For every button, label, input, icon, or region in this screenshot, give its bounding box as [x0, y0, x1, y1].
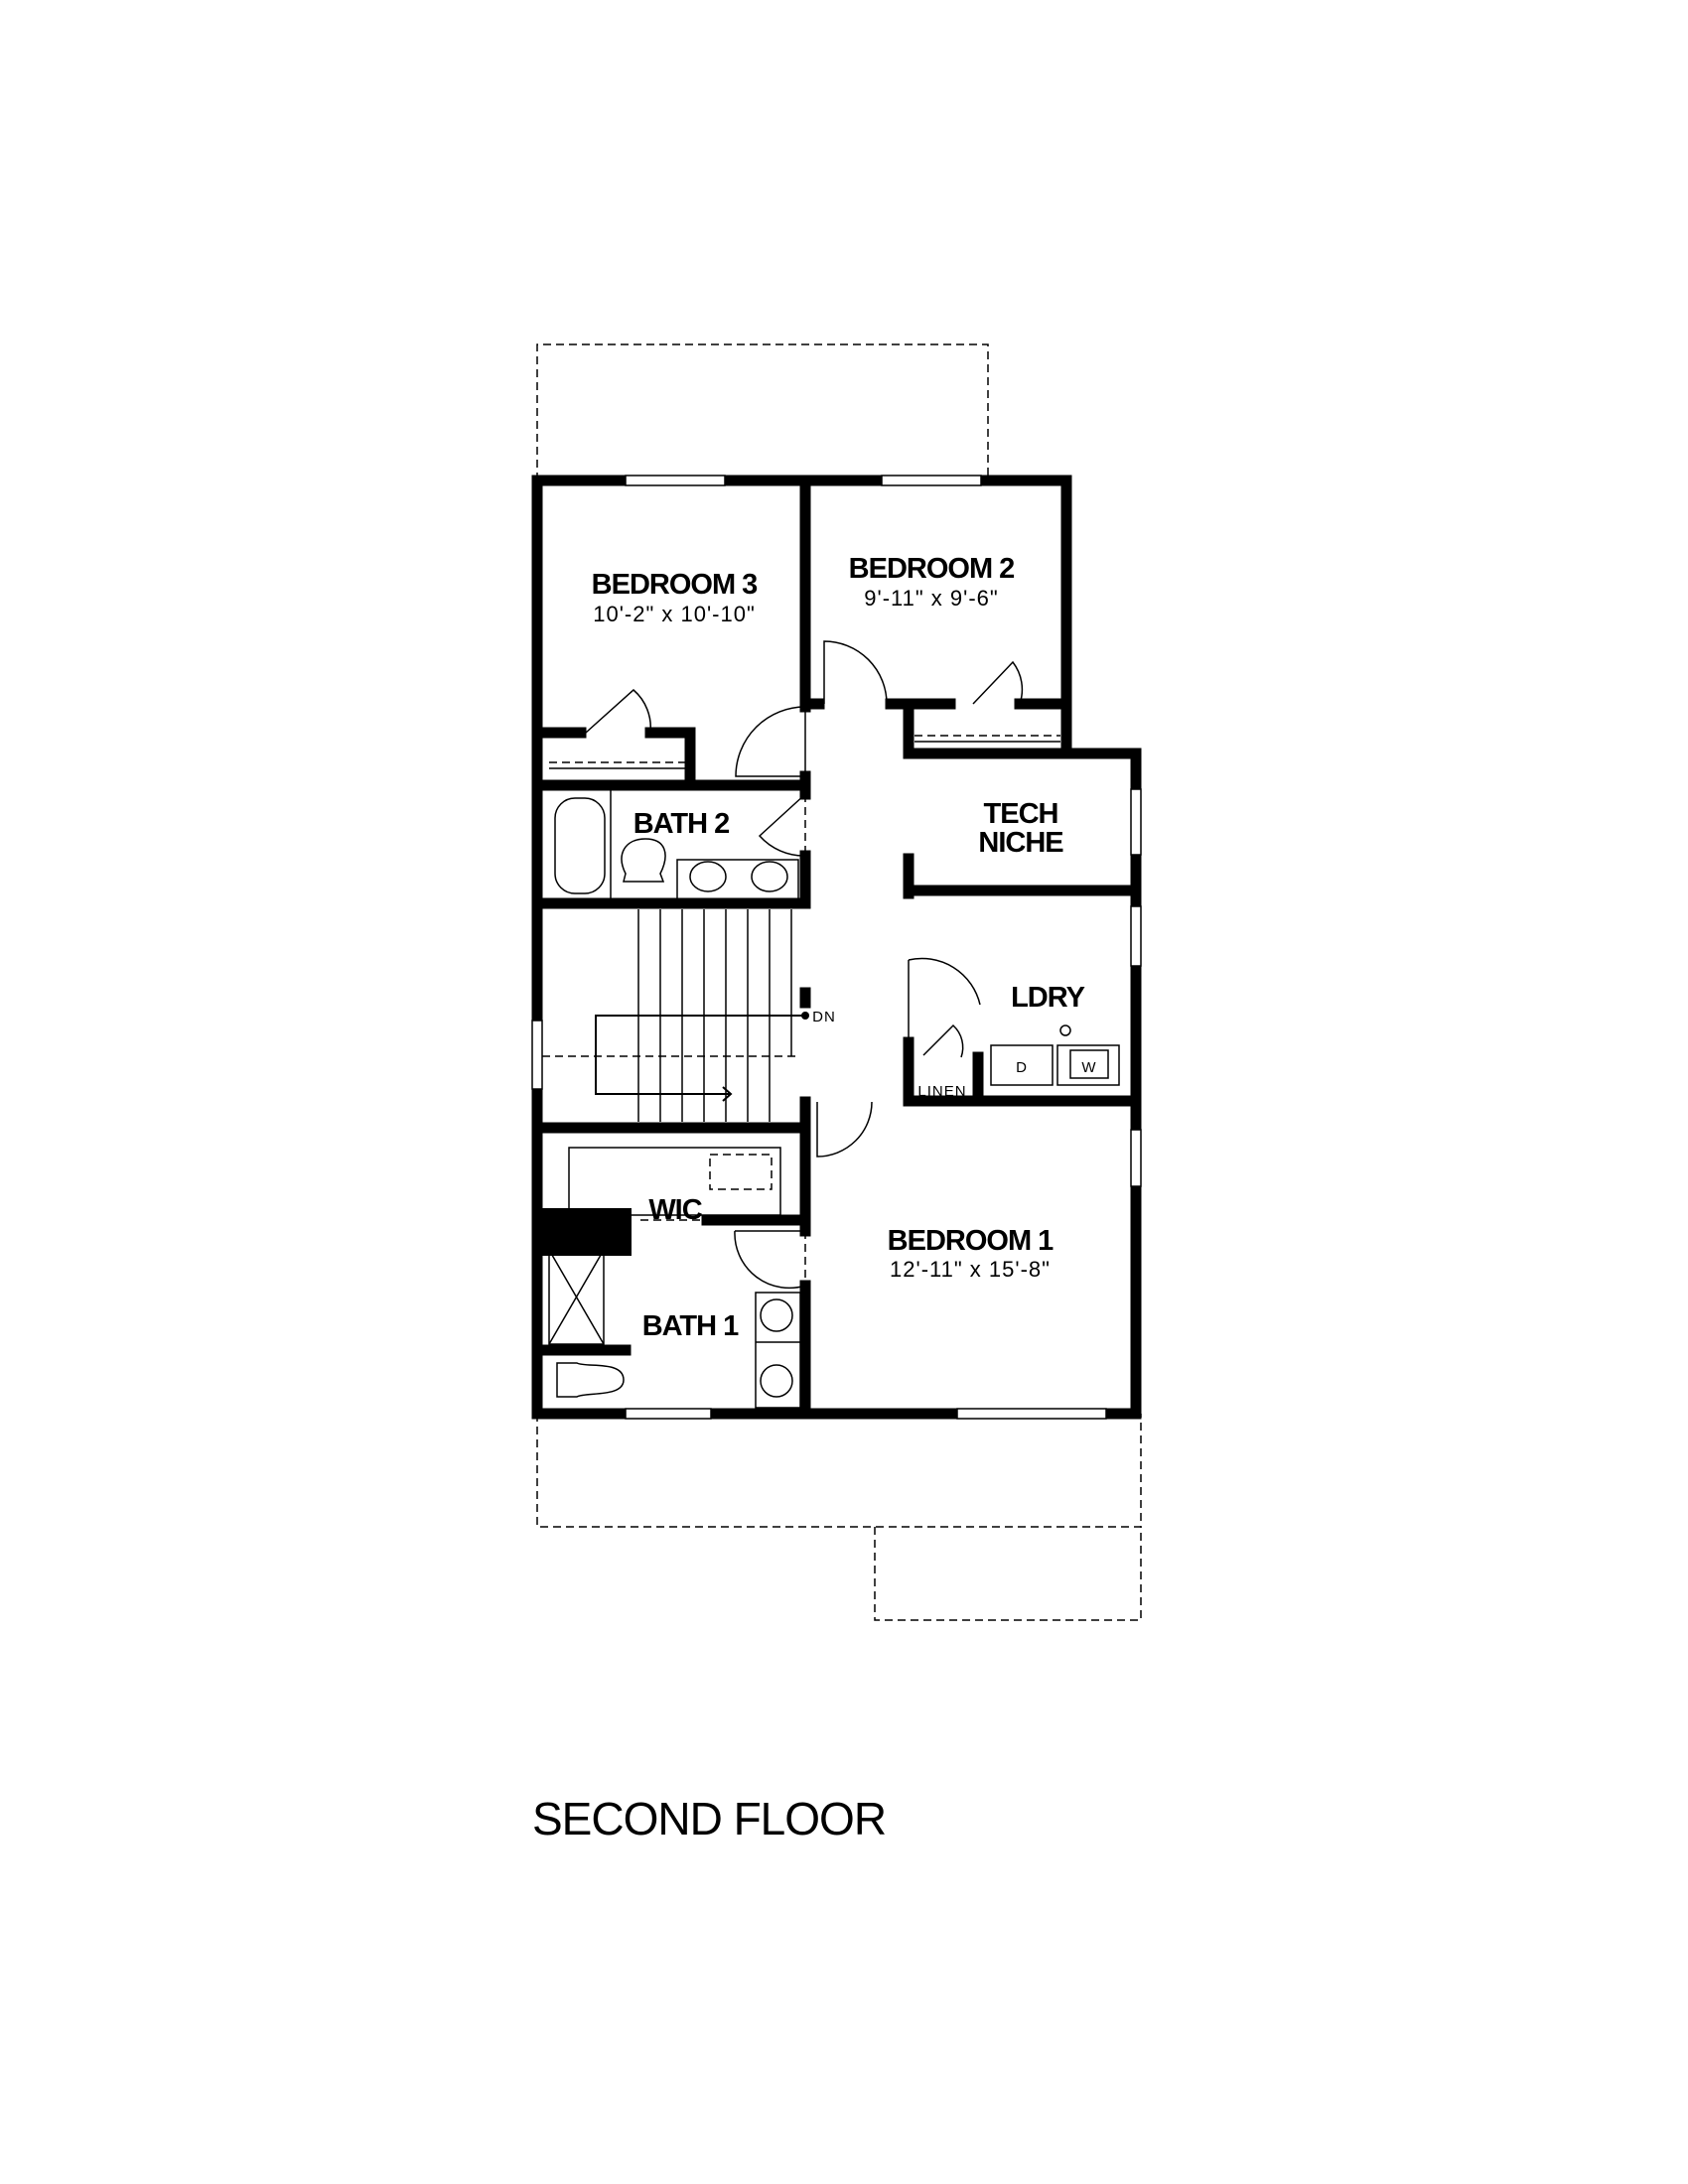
toilet-icon [556, 1362, 625, 1398]
bedroom3-dimensions: 10'-2" x 10'-10" [593, 602, 756, 626]
toilet-icon [621, 838, 666, 883]
sink-icon [689, 861, 727, 892]
bedroom1-dimensions: 12'-11" x 15'-8" [890, 1257, 1051, 1282]
sink-icon [751, 861, 788, 892]
bedroom2-label: BEDROOM 2 [849, 553, 1015, 585]
bedroom2-dimensions: 9'-11" x 9'-6" [864, 586, 998, 611]
dryer-icon [990, 1044, 1054, 1086]
bedroom1-label: BEDROOM 1 [888, 1225, 1055, 1257]
washer-icon [1056, 1044, 1120, 1086]
interior-walls [531, 475, 1142, 1420]
doors [585, 640, 1024, 1290]
wic-label: WIC [648, 1194, 702, 1226]
bathtub-icon [554, 797, 606, 894]
closet-shelves [549, 735, 1060, 1216]
exterior-walls [531, 475, 1142, 1420]
bath2-label: BATH 2 [633, 808, 730, 840]
bath1-fixtures [548, 1249, 801, 1409]
washer-label: W [1081, 1059, 1096, 1076]
tech-niche-label-line2: NICHE [978, 827, 1063, 859]
laundry-appliances [990, 1024, 1120, 1086]
stair-down-label: DN [812, 1009, 836, 1025]
lower-dashed-outline [536, 1414, 1142, 1621]
windows [531, 475, 1142, 1420]
bath2-fixtures [554, 790, 799, 900]
upper-dashed-outline [536, 343, 989, 480]
bath1-label: BATH 1 [642, 1310, 739, 1342]
dryer-label: D [1016, 1059, 1028, 1076]
staircase[interactable] [542, 909, 809, 1122]
sink-icon [760, 1298, 793, 1332]
floor-title: SECOND FLOOR [532, 1793, 886, 1844]
ldry-label: LDRY [1011, 982, 1085, 1014]
shower-icon [548, 1249, 605, 1345]
bedroom3-label: BEDROOM 3 [592, 569, 759, 601]
linen-label: LINEN [917, 1083, 966, 1100]
sink-icon [760, 1364, 793, 1398]
tech-niche-label-line1: TECH [984, 798, 1058, 830]
